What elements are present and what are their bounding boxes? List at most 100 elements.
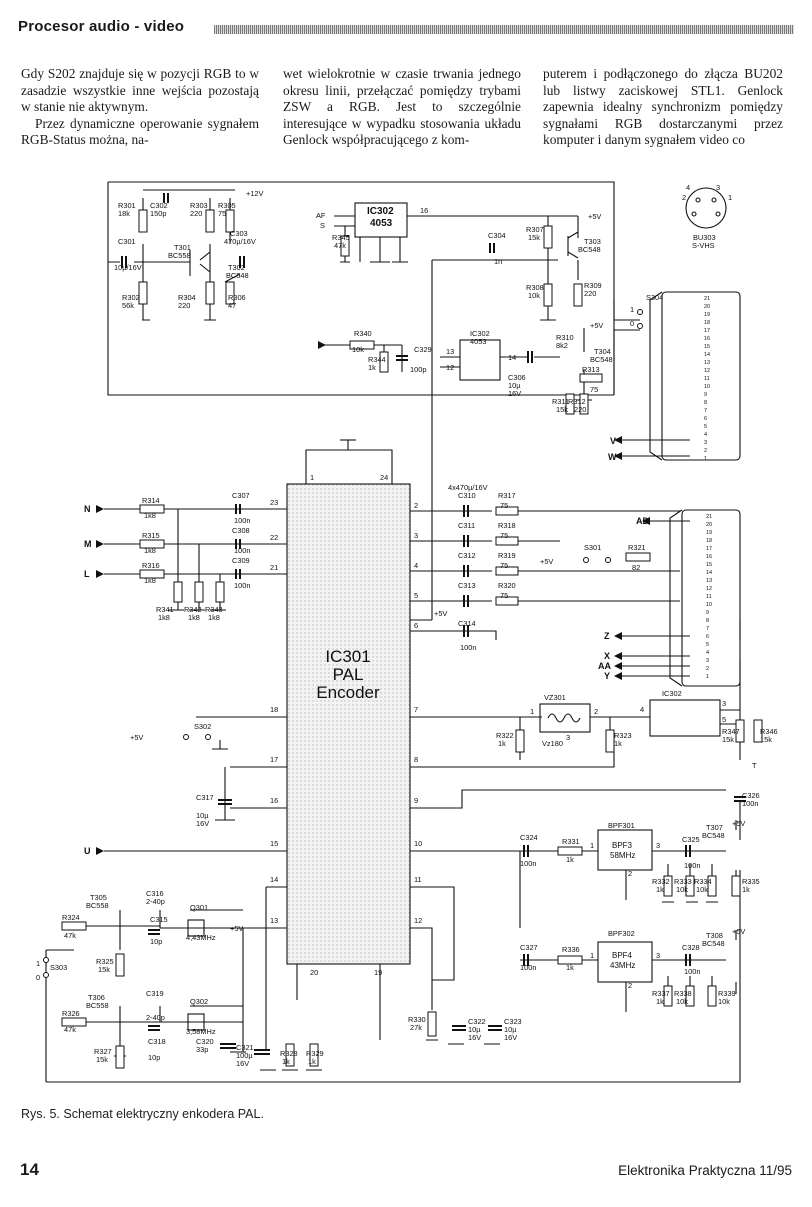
svg-text:10: 10: [704, 384, 710, 390]
svg-text:13: 13: [270, 916, 278, 925]
svg-text:10µ: 10µ: [504, 1025, 517, 1034]
svg-text:C329: C329: [414, 345, 432, 354]
svg-text:5: 5: [414, 591, 418, 600]
svg-text:Z: Z: [604, 631, 610, 641]
col1-paragraph-2: Przez dynamiczne operowanie sygnałem RGB…: [21, 115, 259, 148]
svg-text:75: 75: [500, 531, 508, 540]
svg-text:R310: R310: [556, 333, 574, 342]
svg-text:22: 22: [270, 533, 278, 542]
svg-text:1k: 1k: [498, 739, 506, 748]
svg-text:R304: R304: [178, 293, 196, 302]
svg-text:+5V: +5V: [230, 924, 243, 933]
svg-text:5: 5: [722, 715, 726, 724]
svg-text:C307: C307: [232, 491, 250, 500]
svg-text:C320: C320: [196, 1037, 214, 1046]
svg-text:R334: R334: [694, 877, 712, 886]
svg-text:C321: C321: [236, 1043, 254, 1052]
svg-text:C301: C301: [118, 237, 136, 246]
svg-text:0: 0: [630, 319, 634, 328]
svg-text:100n: 100n: [234, 516, 250, 525]
svg-text:R344: R344: [368, 355, 386, 364]
svg-text:100n: 100n: [742, 799, 758, 808]
svg-text:1k: 1k: [566, 855, 574, 864]
svg-text:27k: 27k: [410, 1023, 422, 1032]
svg-text:11: 11: [706, 594, 712, 600]
svg-text:16: 16: [270, 796, 278, 805]
svg-text:1k: 1k: [282, 1057, 290, 1066]
svg-text:1k8: 1k8: [144, 576, 156, 585]
svg-text:+5V: +5V: [540, 557, 553, 566]
svg-text:R303: R303: [190, 201, 208, 210]
svg-text:4053: 4053: [470, 337, 486, 346]
svg-text:8: 8: [414, 755, 418, 764]
svg-text:16V: 16V: [468, 1033, 481, 1042]
svg-text:+5V: +5V: [732, 819, 745, 828]
svg-text:3: 3: [656, 841, 660, 850]
svg-text:100n: 100n: [520, 859, 536, 868]
svg-text:47k: 47k: [64, 931, 76, 940]
svg-text:C326: C326: [742, 791, 760, 800]
svg-text:BPF301: BPF301: [608, 821, 635, 830]
svg-text:13: 13: [446, 347, 454, 356]
svg-text:BPF302: BPF302: [608, 929, 635, 938]
svg-text:S302: S302: [194, 722, 211, 731]
svg-text:R307: R307: [526, 225, 544, 234]
svg-text:1: 1: [590, 951, 594, 960]
svg-text:14: 14: [270, 875, 278, 884]
svg-text:R330: R330: [408, 1015, 426, 1024]
svg-text:1: 1: [530, 707, 534, 716]
svg-text:3,58MHz: 3,58MHz: [186, 1027, 216, 1036]
svg-text:15k: 15k: [98, 965, 110, 974]
svg-text:BC548: BC548: [702, 831, 725, 840]
svg-text:1: 1: [706, 674, 709, 680]
svg-text:2: 2: [704, 448, 707, 454]
svg-text:16V: 16V: [508, 389, 521, 398]
svg-text:17: 17: [704, 328, 710, 334]
svg-text:R319: R319: [498, 551, 516, 560]
svg-text:R328: R328: [280, 1049, 298, 1058]
svg-text:R338: R338: [674, 989, 692, 998]
svg-text:BC548: BC548: [578, 245, 601, 254]
svg-text:C316: C316: [146, 889, 164, 898]
svg-text:1k: 1k: [742, 885, 750, 894]
svg-text:2: 2: [414, 501, 418, 510]
svg-text:R311: R311: [552, 397, 569, 406]
svg-text:10p: 10p: [148, 1053, 160, 1062]
svg-text:1k8: 1k8: [158, 613, 170, 622]
svg-text:R323: R323: [614, 731, 632, 740]
svg-text:75: 75: [218, 209, 226, 218]
svg-text:14: 14: [706, 570, 712, 576]
svg-text:R301: R301: [118, 201, 136, 210]
svg-text:17: 17: [706, 546, 712, 552]
svg-text:1k: 1k: [308, 1057, 316, 1066]
svg-text:C302: C302: [150, 201, 168, 210]
svg-text:43MHz: 43MHz: [610, 961, 635, 970]
svg-text:18: 18: [706, 538, 712, 544]
svg-text:6: 6: [414, 621, 418, 630]
svg-text:15k: 15k: [528, 233, 540, 242]
svg-text:IC302: IC302: [367, 206, 394, 217]
svg-text:C317: C317: [196, 793, 214, 802]
svg-text:47k: 47k: [334, 241, 346, 250]
svg-text:75: 75: [590, 385, 598, 394]
svg-text:75: 75: [500, 561, 508, 570]
svg-text:4: 4: [414, 561, 418, 570]
svg-text:T: T: [752, 761, 757, 770]
svg-text:19: 19: [704, 312, 710, 318]
svg-text:S-VHS: S-VHS: [692, 241, 715, 250]
svg-text:C318: C318: [148, 1037, 166, 1046]
svg-text:4053: 4053: [370, 218, 393, 229]
svg-text:18k: 18k: [118, 209, 130, 218]
svg-text:C319: C319: [146, 989, 164, 998]
svg-text:1k: 1k: [368, 363, 376, 372]
svg-text:9: 9: [706, 610, 709, 616]
svg-text:Y: Y: [604, 671, 610, 681]
svg-text:R329: R329: [306, 1049, 324, 1058]
svg-text:+5V: +5V: [590, 321, 603, 330]
svg-text:12: 12: [414, 916, 422, 925]
svg-text:150p: 150p: [150, 209, 166, 218]
svg-text:23: 23: [270, 498, 278, 507]
svg-text:220: 220: [178, 301, 190, 310]
svg-text:C325: C325: [682, 835, 700, 844]
svg-text:11: 11: [704, 376, 710, 382]
